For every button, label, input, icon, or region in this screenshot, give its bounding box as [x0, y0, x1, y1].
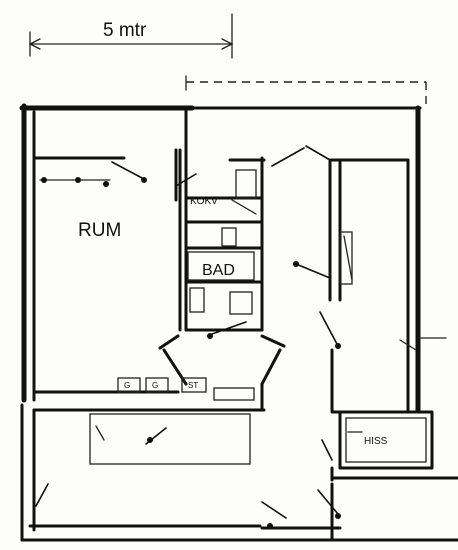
dimension-line-top	[185, 75, 427, 110]
hall-diag-left	[158, 334, 180, 350]
fixture-label-g: G	[124, 381, 130, 390]
window-mark	[399, 339, 417, 351]
scale-bar: 5 mtr	[28, 13, 234, 59]
right-door-leaf-2[interactable]	[305, 145, 331, 161]
room-label-hiss: HISS	[364, 436, 388, 447]
lower-right-door-leaf[interactable]	[317, 489, 339, 515]
door-hinge	[141, 177, 147, 183]
lower-corridor	[35, 413, 341, 542]
bath-door-leaf[interactable]	[211, 321, 247, 335]
elevator: HISS	[330, 410, 458, 482]
scale-bar-right-arrow	[221, 38, 234, 50]
bath-label-box	[187, 251, 255, 281]
room-label-rum: RUM	[78, 220, 121, 241]
hallway: G G ST	[117, 334, 286, 412]
kitchen-cabinet	[221, 227, 237, 247]
scale-bar-label: 5 mtr	[103, 20, 147, 41]
core-block: KOKV BAD	[175, 148, 266, 339]
right-cabinet-diagonal	[343, 235, 353, 281]
lower-left-door-leaf[interactable]	[35, 483, 49, 507]
fixture-label-st: ST	[188, 381, 198, 390]
right-section	[271, 145, 447, 412]
right-lower-door-leaf[interactable]	[319, 311, 339, 347]
kitchen-fixture	[231, 199, 257, 215]
room-label-bad: BAD	[202, 262, 235, 279]
scale-bar-left-arrow	[28, 38, 41, 50]
outer-walls	[19, 103, 458, 542]
right-cabinet	[339, 231, 353, 285]
rum-node	[41, 177, 47, 183]
hall-diag-right-lower	[260, 348, 282, 386]
bath-tub	[229, 291, 253, 315]
wardrobe-unit	[117, 377, 141, 393]
wardrobe-unit	[213, 387, 255, 401]
door-hinge	[293, 261, 299, 267]
rum-node	[75, 177, 81, 183]
elevator-shaft	[338, 410, 434, 470]
right-mid-door-leaf[interactable]	[295, 263, 331, 279]
right-door-leaf[interactable]	[271, 147, 305, 167]
bath-fixture	[189, 287, 205, 313]
fixture-label-g: G	[152, 381, 158, 390]
door-hinge	[267, 523, 273, 529]
kitchen-counter	[235, 169, 257, 199]
lower-mid-door-leaf[interactable]	[261, 501, 287, 519]
hall-diag-right	[260, 334, 286, 348]
room-rum: RUM	[32, 106, 266, 412]
door-hinge	[335, 513, 341, 519]
room-label-kokv: KOKV	[190, 196, 218, 207]
elevator-car	[345, 417, 427, 463]
wardrobe-unit	[145, 377, 169, 393]
kitchen-door-leaf[interactable]	[175, 173, 197, 187]
hall-diag-left-lower	[162, 348, 188, 386]
corridor-mark	[95, 425, 105, 441]
door-hinge	[207, 333, 213, 339]
corridor-right-door-leaf[interactable]	[321, 439, 333, 461]
rum-node	[103, 181, 109, 187]
door-hinge	[335, 343, 341, 349]
corridor-box	[89, 413, 251, 465]
rum-door-leaf[interactable]	[111, 161, 143, 179]
wardrobe-unit	[181, 377, 207, 393]
door-hinge	[147, 437, 153, 443]
